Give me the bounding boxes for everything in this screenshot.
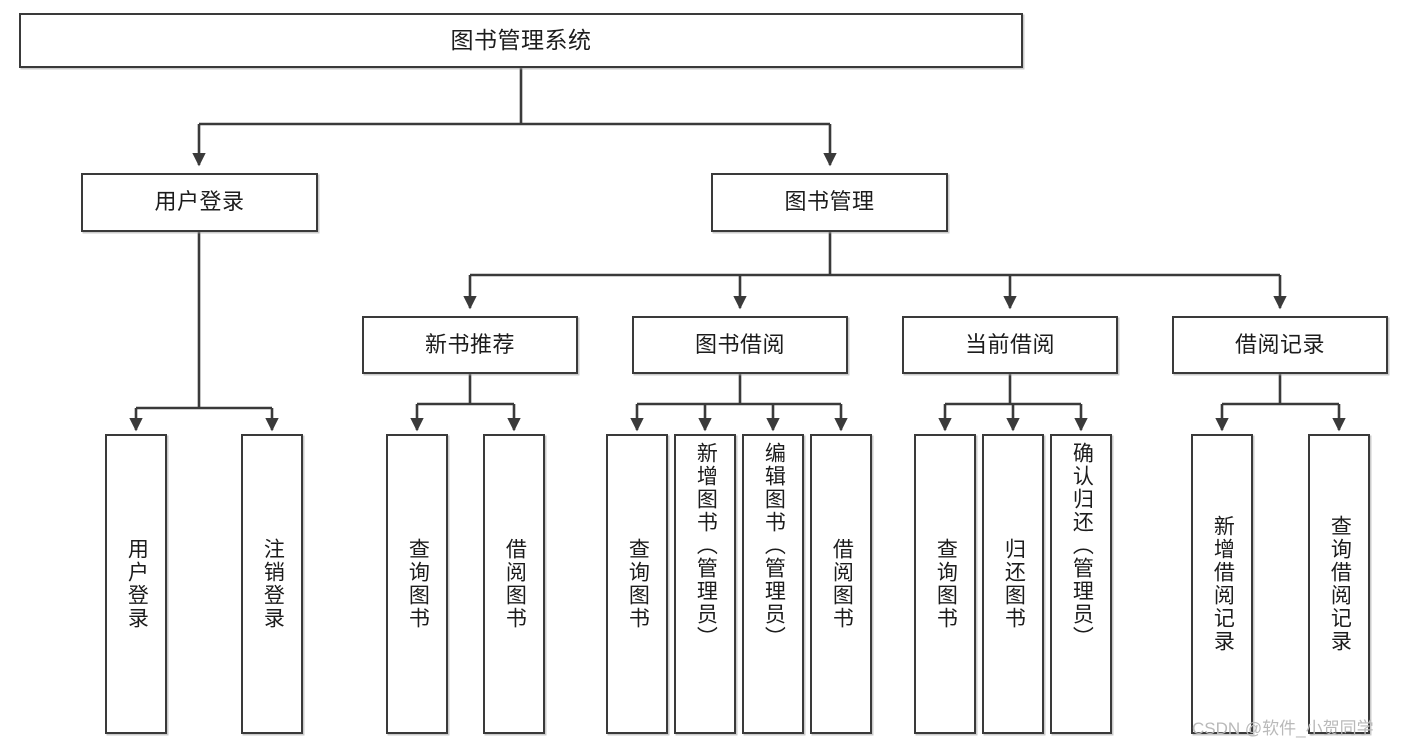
leaf-user-login-logout[interactable]: 注销登录	[241, 434, 303, 734]
leaf-recommend-query-book[interactable]: 查询图书	[386, 434, 448, 734]
node-label: 新书推荐	[424, 331, 515, 357]
leaf-borrow-borrow-book[interactable]: 借阅图书	[810, 434, 872, 734]
node-label: 图书借阅	[694, 331, 785, 357]
node-root-system[interactable]: 图书管理系统	[19, 13, 1023, 68]
node-book-management[interactable]: 图书管理	[711, 173, 948, 232]
node-label: 新增借阅记录	[1211, 515, 1235, 653]
node-label: 图书管理系统	[450, 26, 592, 53]
node-user-login[interactable]: 用户登录	[81, 173, 318, 232]
node-label: 注销登录	[261, 538, 285, 630]
node-label: 查询图书	[406, 538, 430, 630]
node-label: 查询图书	[626, 538, 650, 630]
node-label: 查询借阅记录	[1328, 515, 1352, 653]
leaf-records-query-record[interactable]: 查询借阅记录	[1308, 434, 1370, 734]
node-current-borrow[interactable]: 当前借阅	[902, 316, 1118, 374]
node-label: 借阅记录	[1234, 331, 1325, 357]
node-borrow-records[interactable]: 借阅记录	[1172, 316, 1388, 374]
leaf-current-query-book[interactable]: 查询图书	[914, 434, 976, 734]
node-label: 用户登录	[125, 538, 149, 630]
leaf-user-login-login[interactable]: 用户登录	[105, 434, 167, 734]
node-label: 当前借阅	[964, 331, 1055, 357]
leaf-current-confirm-return[interactable]: 确认归还（管理员）	[1050, 434, 1112, 734]
node-book-borrow[interactable]: 图书借阅	[632, 316, 848, 374]
leaf-records-add-record[interactable]: 新增借阅记录	[1191, 434, 1253, 734]
leaf-current-return-book[interactable]: 归还图书	[982, 434, 1044, 734]
node-label: 借阅图书	[830, 538, 854, 630]
leaf-borrow-query-book[interactable]: 查询图书	[606, 434, 668, 734]
node-new-book-recommend[interactable]: 新书推荐	[362, 316, 578, 374]
node-label: 确认归还（管理员）	[1070, 442, 1094, 649]
leaf-borrow-add-book[interactable]: 新增图书（管理员）	[674, 434, 736, 734]
leaf-recommend-borrow-book[interactable]: 借阅图书	[483, 434, 545, 734]
csdn-watermark: CSDN @软件_小贺同学	[1192, 719, 1374, 738]
leaf-borrow-edit-book[interactable]: 编辑图书（管理员）	[742, 434, 804, 734]
node-label: 归还图书	[1002, 538, 1026, 630]
node-label: 用户登录	[154, 189, 245, 215]
node-label: 查询图书	[934, 538, 958, 630]
node-label: 借阅图书	[503, 538, 527, 630]
node-label: 新增图书（管理员）	[694, 442, 718, 649]
node-label: 编辑图书（管理员）	[762, 442, 786, 649]
node-label: 图书管理	[784, 189, 875, 215]
